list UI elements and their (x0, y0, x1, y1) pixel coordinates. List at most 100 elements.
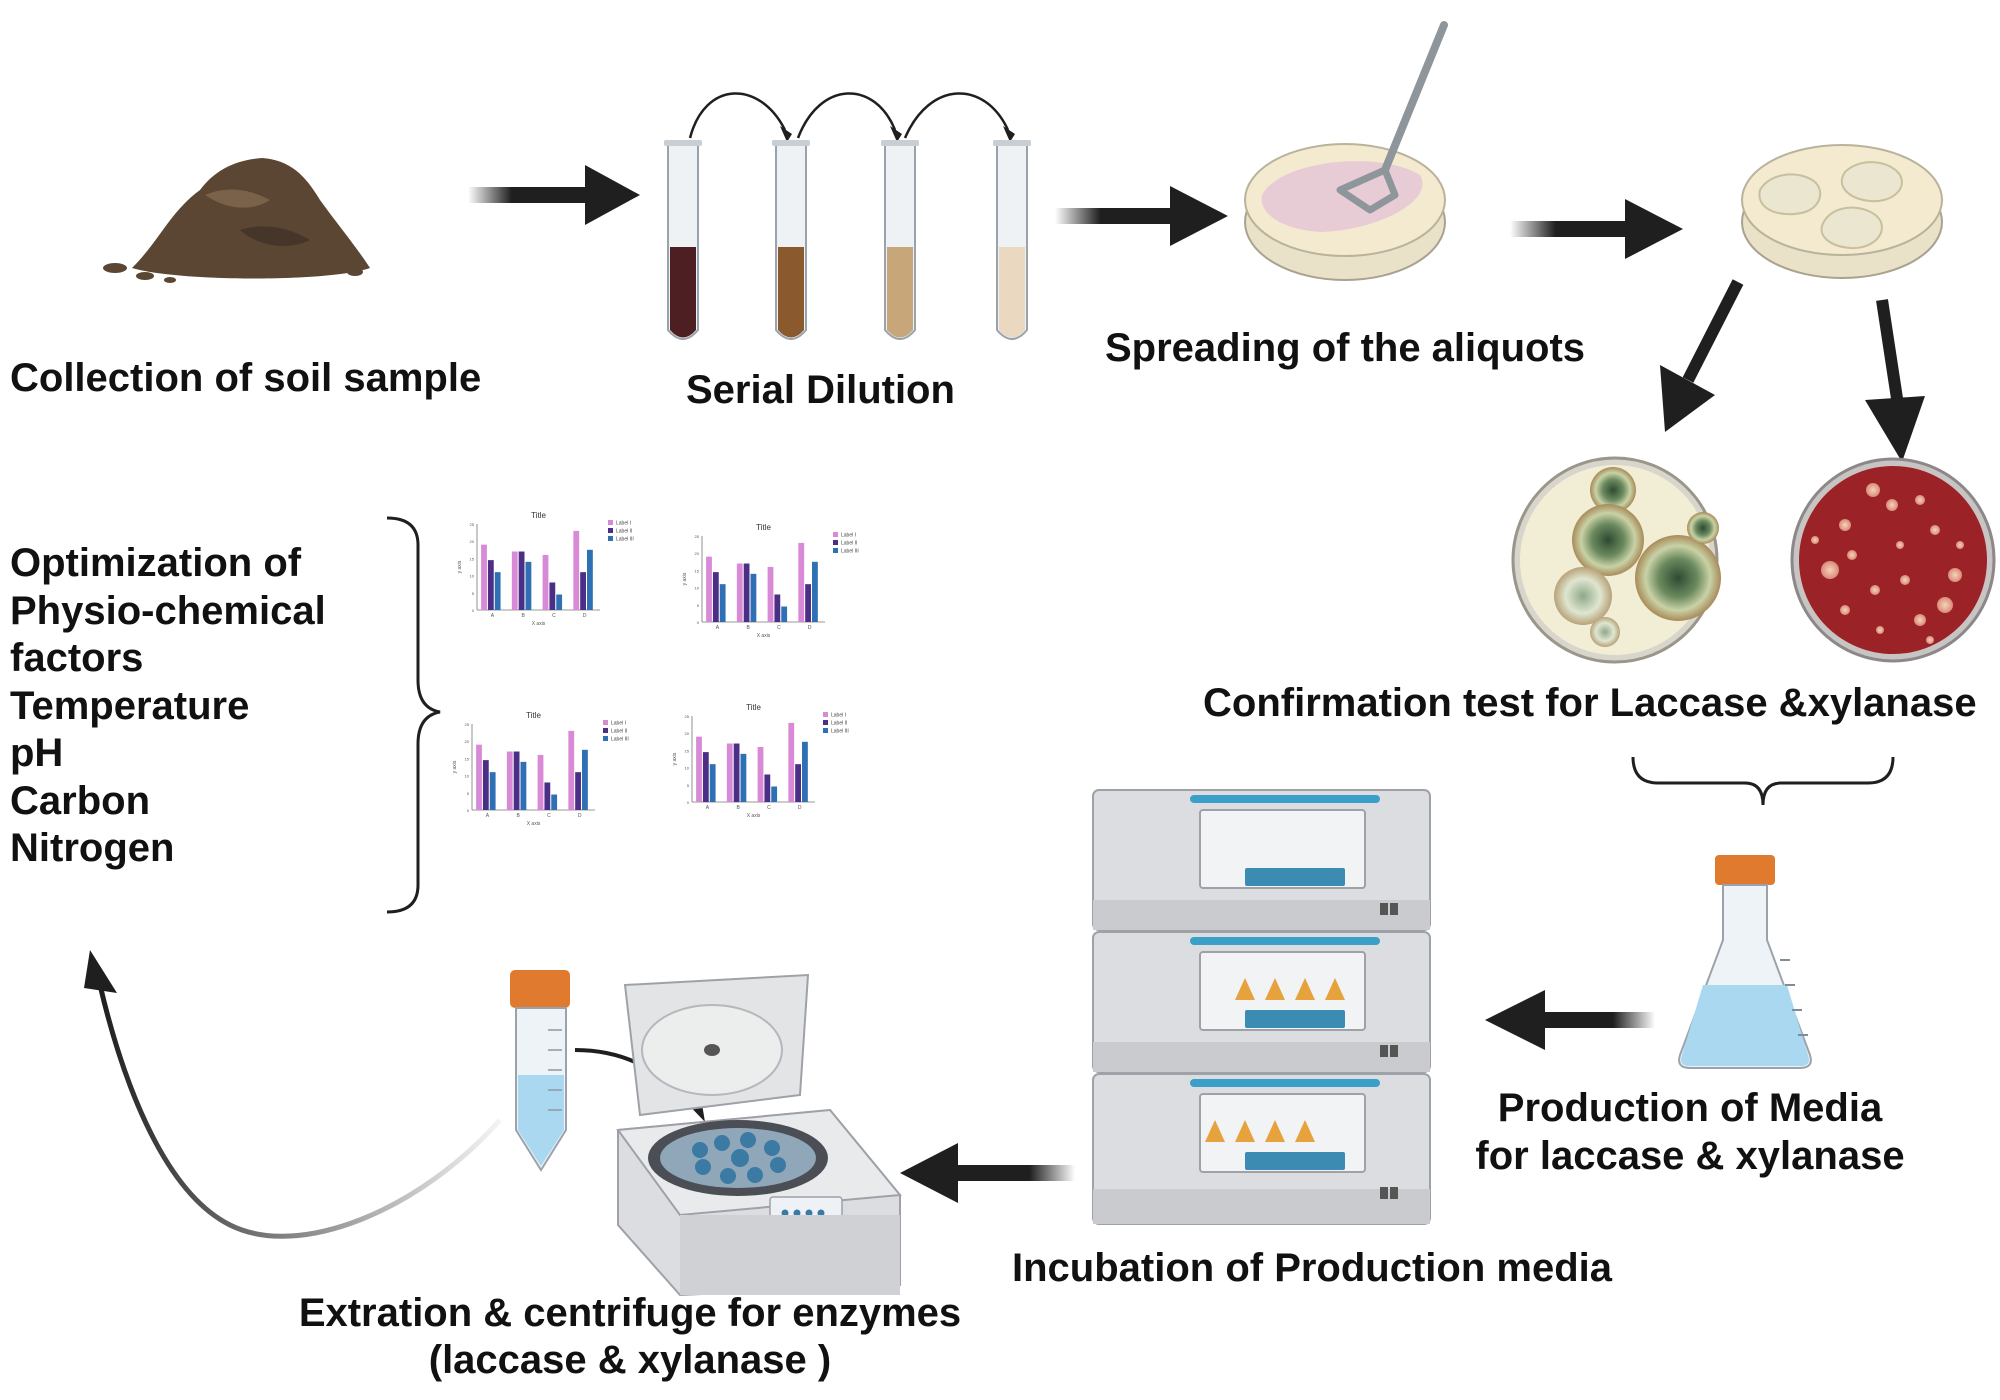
soil-pile-icon (103, 158, 370, 283)
chart-bar (513, 751, 520, 810)
chart-bar (476, 744, 482, 810)
chart-legend-swatch (608, 520, 613, 525)
chart-category-label: C (777, 625, 781, 631)
arrow-media-to-incubation (1485, 990, 1655, 1050)
chart-bar (812, 561, 818, 622)
arrow-plate-to-xylanase (1865, 299, 1925, 462)
chart-bar (582, 749, 588, 810)
erlenmeyer-flask-icon (1678, 855, 1812, 1069)
chart-legend-label: Label II (841, 541, 857, 547)
factor-line: Nitrogen (10, 826, 175, 870)
chart-legend-label: Label I (841, 533, 856, 539)
chart-bar (481, 544, 487, 610)
arrow-incubation-to-centrifuge (900, 1143, 1075, 1203)
chart-x-label: X axis (757, 633, 771, 639)
centrifuge-machine-icon (616, 973, 902, 1297)
chart-bar (518, 551, 525, 610)
chart-legend-swatch (833, 532, 838, 537)
chart-legend-label: Label III (616, 537, 634, 543)
chart-category-label: A (706, 805, 710, 811)
chart-tick-label: 0 (697, 620, 700, 625)
chart-tick-label: 20 (470, 539, 475, 544)
chart-bar (537, 754, 544, 810)
chart-bar (568, 730, 575, 810)
chart-category-label: B (746, 625, 750, 631)
chart-bar (542, 554, 549, 610)
chart-bar (587, 549, 593, 610)
chart-bar (525, 561, 532, 610)
chart-tick-label: 20 (685, 731, 690, 736)
chart-y-label: y axis (682, 572, 688, 585)
chart-tick-label: 15 (465, 756, 470, 761)
chart-bar (482, 760, 489, 810)
chart-legend-swatch (833, 540, 838, 545)
chart-title: Title (756, 523, 771, 532)
label-serial-dilution: Serial Dilution (686, 368, 955, 412)
chart-x-label: X axis (527, 821, 541, 827)
arrow-soil-to-dilution (468, 165, 640, 225)
chart-bar (736, 563, 743, 622)
chart-legend-swatch (608, 528, 613, 533)
factor-line: Physio-chemical (10, 588, 326, 633)
chart-bar (743, 563, 750, 622)
test-tube-3-icon (881, 140, 919, 340)
chart-category-label: A (486, 813, 490, 819)
chart-legend-label: Label I (616, 521, 631, 527)
chart-y-label: y axis (452, 760, 458, 773)
optimization-factors-list: Optimization of Physio-chemical factors … (10, 540, 326, 873)
chart-bar (712, 572, 719, 622)
arrow-plate-to-laccase (1660, 279, 1744, 432)
petri-dish-spreader-icon (1244, 21, 1448, 281)
chart-y-label: y axis (457, 560, 463, 573)
chart-tick-label: 0 (472, 608, 475, 613)
petri-dish-colonies-icon (1741, 144, 1943, 279)
chart-bar (771, 786, 778, 802)
chart-bar (774, 594, 781, 622)
chart-bar (696, 736, 702, 802)
chart-bar (511, 551, 518, 610)
chart-bar (733, 743, 740, 802)
chart-legend-swatch (603, 720, 608, 725)
xylanase-test-plate-icon (1790, 457, 1996, 663)
chart-bar (795, 764, 801, 802)
optimization-bracket (386, 516, 441, 914)
chart-tick-label: 15 (470, 556, 475, 561)
chart-category-label: D (798, 805, 802, 811)
chart-tick-label: 25 (465, 722, 470, 727)
chart-bar (767, 566, 774, 622)
chart-tick-label: 0 (467, 808, 470, 813)
arrow-extraction-to-optimization (84, 950, 502, 1239)
factor-line: Carbon (10, 778, 150, 823)
chart-category-label: D (583, 613, 587, 619)
chart-bar (556, 594, 563, 610)
chart-bar (805, 584, 811, 622)
chart-tick-label: 5 (687, 783, 690, 788)
chart-category-label: B (521, 613, 525, 619)
chart-bar (489, 772, 496, 810)
chart-bar (487, 560, 494, 610)
chart-legend-swatch (823, 728, 828, 733)
chart-x-label: X axis (747, 813, 761, 819)
chart-bar (719, 584, 726, 622)
chart-legend-swatch (603, 728, 608, 733)
chart-bar (573, 530, 580, 610)
chart-bar (740, 753, 747, 802)
chart-tick-label: 25 (470, 522, 475, 527)
plates-bracket (1631, 756, 1895, 806)
factor-line: pH (10, 731, 64, 775)
chart-legend-label: Label III (611, 737, 629, 743)
test-tube-4-icon (993, 140, 1031, 340)
arrow-spreading-to-plate (1510, 199, 1683, 259)
factor-line: Temperature (10, 683, 250, 728)
chart-tick-label: 10 (470, 574, 475, 579)
chart-x-label: X axis (532, 621, 546, 627)
label-extraction-line1: Extration & centrifuge for enzymes (298, 1291, 962, 1335)
chart-tick-label: 15 (685, 748, 690, 753)
chart-bar (506, 751, 513, 810)
chart-bar (764, 774, 771, 802)
factor-line: Optimization of (10, 541, 302, 585)
chart-category-label: C (547, 813, 551, 819)
